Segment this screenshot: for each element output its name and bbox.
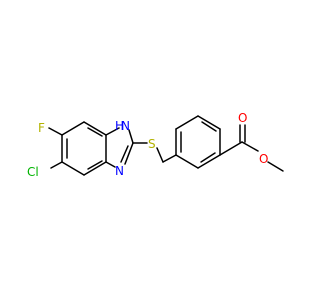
bond — [175, 154, 199, 169]
double-bond-inner — [120, 145, 129, 163]
bond-ch2-ring — [162, 154, 177, 163]
bond-carbonyl-o-ester — [241, 141, 259, 152]
structure-canvas: F Cl H N N S O O — [27, 111, 284, 179]
benzene-ring-right — [175, 115, 221, 169]
bond-c-f — [48, 127, 63, 136]
benzene-ring-left — [61, 121, 107, 176]
bond — [61, 121, 85, 136]
double-bond-inner — [87, 127, 103, 137]
double-bond-inner — [200, 152, 216, 163]
double-bond-inner — [87, 160, 103, 170]
bond-ring-carbonyl — [219, 141, 243, 156]
atom-nitrogen: N — [115, 164, 124, 178]
bond — [197, 115, 221, 130]
bond-c-cl — [50, 161, 63, 169]
bond — [105, 127, 120, 136]
molecule-drawing: F Cl H N N S O O — [27, 111, 284, 179]
atom-nh-nitrogen: N — [121, 119, 130, 133]
imidazole-ring — [105, 127, 134, 168]
bond — [61, 161, 85, 176]
bond-s-ch2 — [156, 147, 164, 163]
atom-fluorine: F — [38, 121, 45, 135]
atom-nh-hydrogen: H — [115, 119, 124, 133]
bond — [124, 142, 134, 165]
atom-ester-oxygen: O — [259, 152, 268, 166]
bond — [105, 161, 116, 168]
bond-o-methyl — [267, 161, 284, 172]
bond — [83, 161, 107, 176]
atom-sulfur: S — [148, 137, 156, 151]
atom-carbonyl-oxygen: O — [238, 111, 247, 125]
atom-chlorine: Cl — [27, 165, 39, 179]
bond — [175, 115, 199, 130]
bond — [83, 121, 107, 136]
double-bond-inner — [201, 121, 217, 132]
bond — [197, 154, 221, 169]
bond — [128, 129, 134, 144]
